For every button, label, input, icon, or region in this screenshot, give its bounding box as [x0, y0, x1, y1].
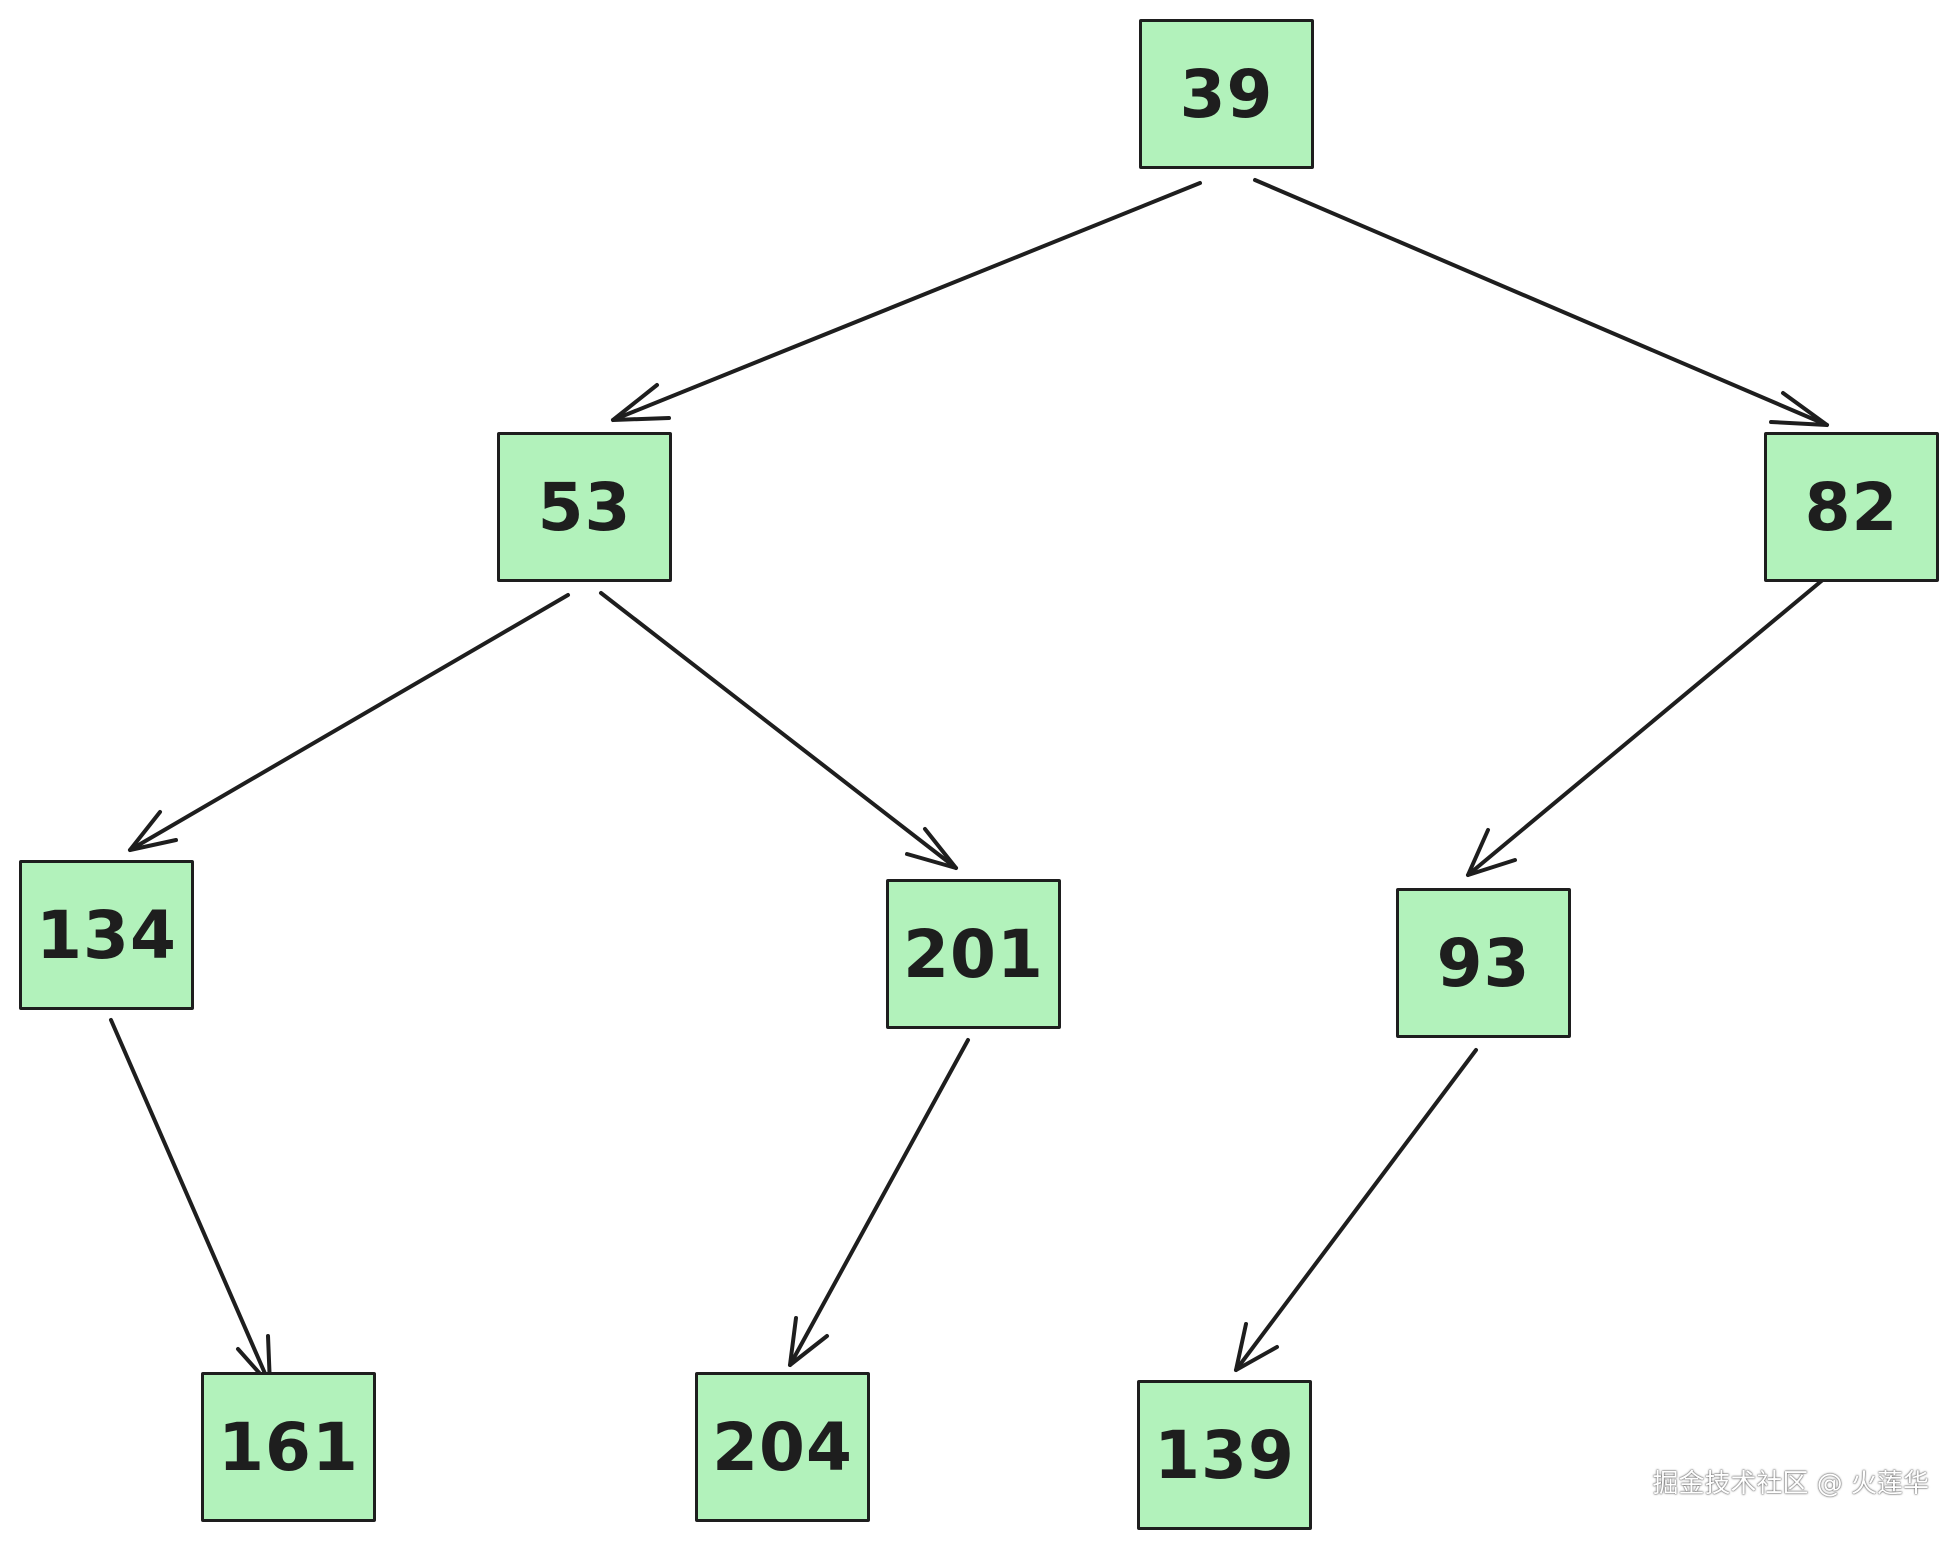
edge-39-53	[611, 181, 1202, 422]
watermark-text: 掘金技术社区 @ 火莲华	[1652, 1469, 1929, 1499]
edge-201-204	[788, 1038, 970, 1367]
edge-39-82	[1253, 178, 1829, 427]
edge-134-161	[109, 1018, 272, 1387]
edge-82-93	[1466, 576, 1827, 877]
tree-node-139: 139	[1137, 1380, 1312, 1530]
tree-node-201: 201	[886, 879, 1061, 1029]
edge-93-139	[1234, 1048, 1478, 1372]
tree-node-39: 39	[1139, 19, 1314, 169]
tree-node-204: 204	[695, 1372, 870, 1522]
edge-53-201	[599, 591, 958, 870]
tree-node-53: 53	[497, 432, 672, 582]
tree-node-93: 93	[1396, 888, 1571, 1038]
tree-node-134: 134	[19, 860, 194, 1010]
tree-node-161: 161	[201, 1372, 376, 1522]
edge-53-134	[128, 593, 570, 852]
tree-node-82: 82	[1764, 432, 1939, 582]
